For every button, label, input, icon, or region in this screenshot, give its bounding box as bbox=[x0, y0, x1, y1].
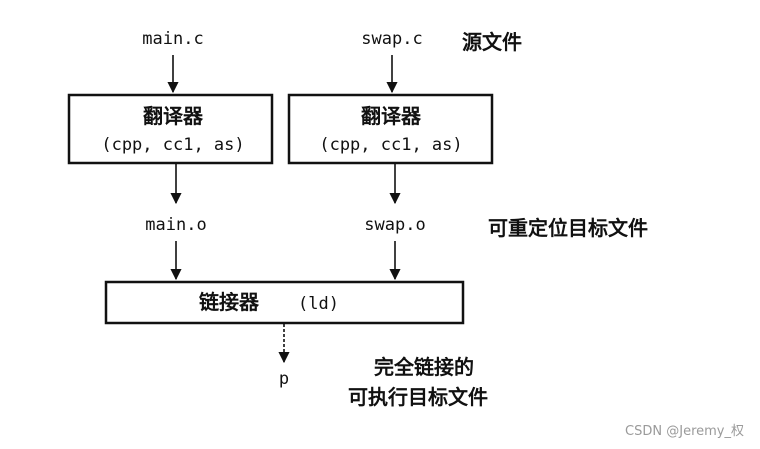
linker-tool: (ld) bbox=[298, 294, 339, 314]
object-file-swap-o: swap.o bbox=[364, 215, 425, 235]
translator-box-left bbox=[67, 93, 274, 165]
watermark: CSDN @Jeremy_权 bbox=[625, 424, 744, 439]
source-file-swap-c: swap.c bbox=[361, 29, 422, 49]
translator-title-left: 翻译器 bbox=[143, 104, 204, 128]
source-file-main-c: main.c bbox=[142, 29, 203, 49]
executable-label-line2: 可执行目标文件 bbox=[348, 385, 488, 409]
translator-tools-right: (cpp, cc1, as) bbox=[319, 135, 462, 155]
linker-box bbox=[104, 280, 465, 325]
object-file-main-o: main.o bbox=[145, 215, 206, 235]
executable-label-line1: 完全链接的 bbox=[374, 355, 474, 379]
linker-title: 链接器 bbox=[199, 290, 260, 314]
translator-tools-left: (cpp, cc1, as) bbox=[101, 135, 244, 155]
translator-title-right: 翻译器 bbox=[361, 104, 422, 128]
translator-box-right bbox=[287, 93, 494, 165]
source-files-label: 源文件 bbox=[462, 30, 522, 54]
relocatable-objects-label: 可重定位目标文件 bbox=[488, 216, 648, 240]
executable-p: p bbox=[279, 369, 289, 389]
